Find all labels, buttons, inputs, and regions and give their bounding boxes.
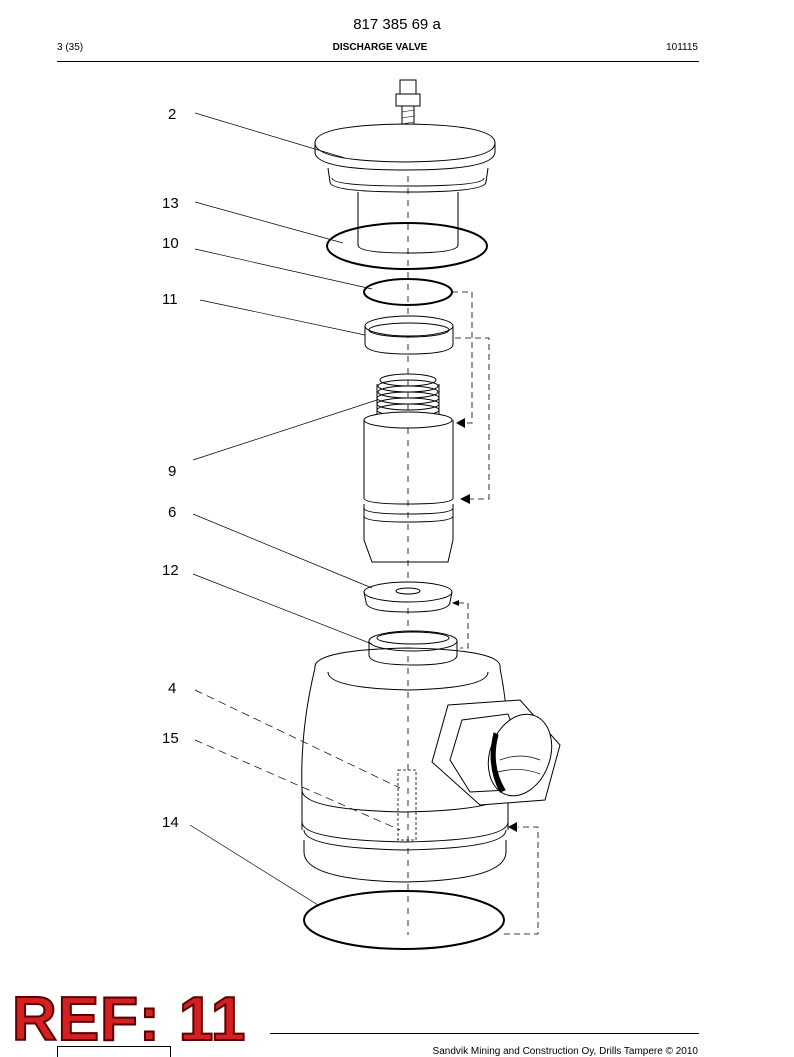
callout-14: 14 xyxy=(162,814,179,831)
callout-6: 6 xyxy=(168,504,177,521)
leader-lines xyxy=(189,112,401,906)
part-14-o-ring xyxy=(303,890,505,950)
part-13-o-ring xyxy=(326,222,488,270)
page-number: 3 (35) xyxy=(57,42,84,53)
callout-15: 15 xyxy=(162,730,179,747)
callout-2: 2 xyxy=(168,106,177,123)
callout-13: 13 xyxy=(162,195,179,212)
arrowheads xyxy=(452,418,517,832)
logo-box xyxy=(57,1046,171,1057)
callout-10: 10 xyxy=(162,235,179,252)
callout-9: 9 xyxy=(168,463,177,480)
copyright: Sandvik Mining and Construction Oy, Dril… xyxy=(432,1046,698,1057)
callout-12: 12 xyxy=(162,562,179,579)
callout-11: 11 xyxy=(162,291,178,308)
footer-rule xyxy=(270,1033,699,1034)
part-9-piston xyxy=(363,373,454,563)
doc-date: 101115 xyxy=(666,42,698,53)
valve-body xyxy=(301,647,561,883)
part-11-ring xyxy=(364,315,454,355)
ref-stamp: REF: 11 xyxy=(11,984,247,1055)
doc-title: DISCHARGE VALVE xyxy=(332,42,428,53)
part-2-cap xyxy=(314,79,496,254)
callout-4: 4 xyxy=(168,680,177,697)
assembly-paths xyxy=(452,291,539,935)
part-12-seat xyxy=(368,630,458,666)
doc-number: 817 385 69 a xyxy=(353,16,441,33)
header-rule xyxy=(57,61,699,62)
part-6-disc xyxy=(363,581,453,613)
